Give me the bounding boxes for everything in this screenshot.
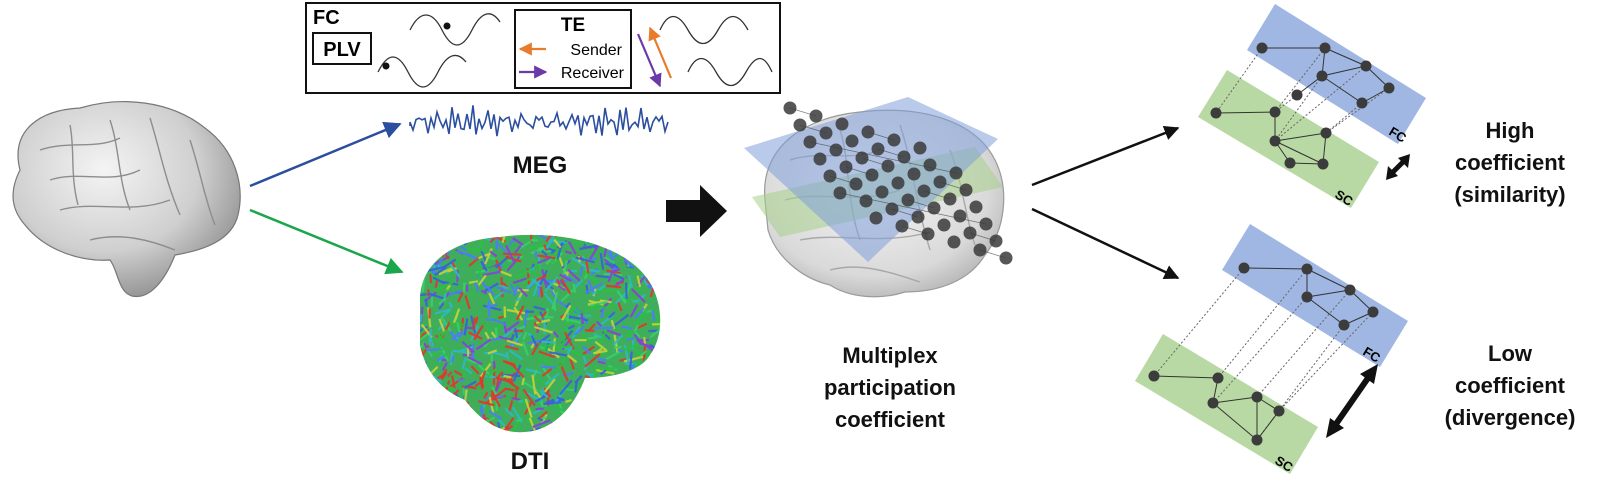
dti-label: DTI bbox=[490, 448, 570, 476]
multiplex-label-line3: coefficient bbox=[780, 404, 1000, 436]
high-label-line1: High bbox=[1425, 115, 1595, 147]
low-coefficient-label: Low coefficient (divergence) bbox=[1425, 338, 1595, 434]
fc-methods-box: FC PLV TE Sender Receiver bbox=[306, 3, 780, 93]
high-coefficient-label: High coefficient (similarity) bbox=[1425, 115, 1595, 211]
arrow-to-low-panel bbox=[1032, 209, 1178, 278]
big-forward-arrow bbox=[666, 185, 727, 237]
meg-signal-trace bbox=[410, 105, 668, 136]
low-label-line1: Low bbox=[1425, 338, 1595, 370]
multiplex-brain bbox=[744, 97, 1013, 297]
meg-arrow bbox=[250, 124, 400, 186]
low-sc-layer bbox=[1135, 334, 1318, 474]
multiplex-label-line1: Multiplex bbox=[780, 340, 1000, 372]
high-coefficient-panel: FC SC bbox=[1198, 4, 1426, 209]
fc-title: FC bbox=[313, 7, 340, 29]
plv-phase-dot-top bbox=[444, 23, 451, 30]
low-label-line2: coefficient bbox=[1425, 370, 1595, 402]
low-coefficient-panel: FC SC bbox=[1135, 224, 1408, 475]
low-double-arrow bbox=[1336, 378, 1368, 424]
high-label-line3: (similarity) bbox=[1425, 179, 1595, 211]
multiplex-label: Multiplex participation coefficient bbox=[780, 340, 1000, 436]
plv-phase-dot-bottom bbox=[383, 63, 390, 70]
sender-label: Sender bbox=[570, 42, 622, 59]
arrow-to-high-panel bbox=[1032, 128, 1178, 185]
plv-label: PLV bbox=[323, 39, 361, 61]
receiver-label: Receiver bbox=[561, 65, 625, 82]
multiplex-label-line2: participation bbox=[780, 372, 1000, 404]
low-label-line3: (divergence) bbox=[1425, 402, 1595, 434]
dti-arrow bbox=[250, 210, 402, 272]
meg-label: MEG bbox=[500, 152, 580, 180]
te-title: TE bbox=[561, 15, 585, 36]
high-label-line2: coefficient bbox=[1425, 147, 1595, 179]
cortex-surface-brain bbox=[13, 102, 240, 297]
dti-tractography-brain bbox=[398, 232, 686, 451]
